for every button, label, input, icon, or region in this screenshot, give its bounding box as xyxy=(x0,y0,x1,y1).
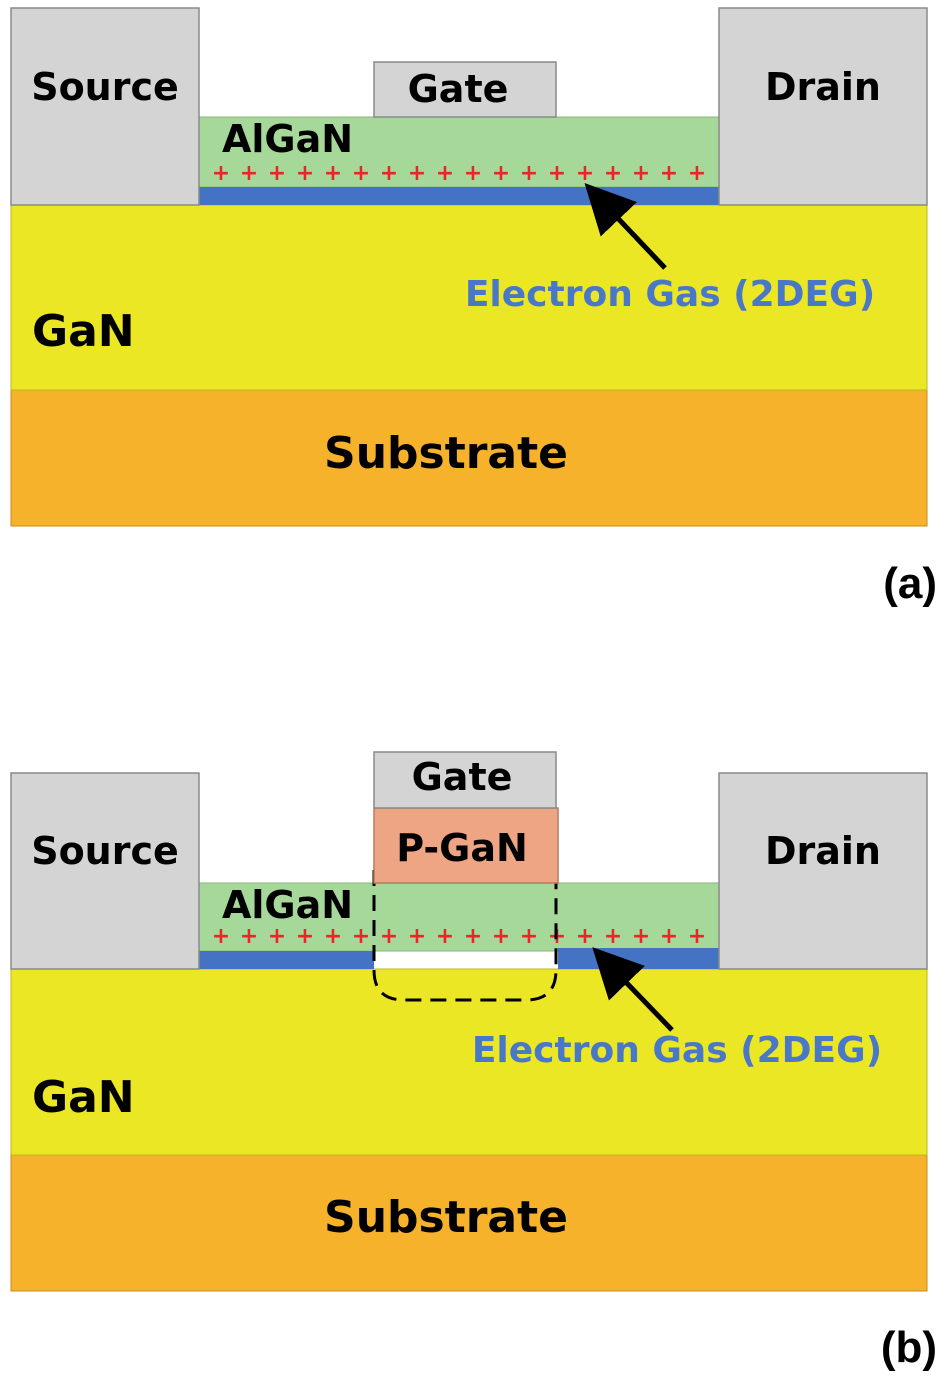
pgan-label: P-GaN xyxy=(396,826,528,870)
source-contact xyxy=(10,772,200,970)
positive-charge: + xyxy=(324,161,342,186)
positive-charge: + xyxy=(604,924,622,949)
positive-charge: + xyxy=(240,924,258,949)
positive-charge: + xyxy=(436,161,454,186)
panel-label-a: (a) xyxy=(883,559,937,608)
positive-charge: + xyxy=(436,924,454,949)
positive-charge: + xyxy=(604,161,622,186)
2deg-arrow xyxy=(592,947,674,1032)
positive-charge: + xyxy=(492,161,510,186)
polarization-charges: ++++++++++++++++++ xyxy=(212,924,706,949)
algan-layer xyxy=(198,882,722,952)
positive-charge: + xyxy=(464,161,482,186)
depletion-region-outline xyxy=(372,870,558,1002)
positive-charge: + xyxy=(520,161,538,186)
positive-charge: + xyxy=(688,161,706,186)
gate-label: Gate xyxy=(412,755,513,799)
gan-label: GaN xyxy=(32,306,135,357)
positive-charge: + xyxy=(380,924,398,949)
2deg-label: Electron Gas (2DEG) xyxy=(472,1030,882,1071)
source-contact xyxy=(10,7,200,206)
positive-charge: + xyxy=(492,924,510,949)
positive-charge: + xyxy=(408,924,426,949)
positive-charge: + xyxy=(576,924,594,949)
drain-label: Drain xyxy=(765,829,881,873)
positive-charge: + xyxy=(632,924,650,949)
2deg-channel-left xyxy=(199,951,374,969)
positive-charge: + xyxy=(660,924,678,949)
gate-contact xyxy=(373,61,557,118)
2deg-label: Electron Gas (2DEG) xyxy=(465,274,875,315)
positive-charge: + xyxy=(212,924,230,949)
drain-label: Drain xyxy=(765,65,881,109)
gan-layer xyxy=(10,204,928,391)
substrate-layer xyxy=(10,1154,928,1292)
positive-charge: + xyxy=(688,924,706,949)
gate-label: Gate xyxy=(408,67,509,111)
positive-charge: + xyxy=(212,161,230,186)
positive-charge: + xyxy=(268,161,286,186)
positive-charge: + xyxy=(380,161,398,186)
drain-contact xyxy=(718,772,928,970)
gan-label: GaN xyxy=(32,1072,135,1123)
positive-charge: + xyxy=(408,161,426,186)
diagram-b: Substrate GaN AlGaN ++++++++++++++++++ S… xyxy=(10,751,937,1372)
diagram-a: Substrate GaN AlGaN + + + + + + + + + + + + + + + + + + S… xyxy=(10,7,937,608)
positive-charge: + xyxy=(576,161,594,186)
positive-charge: + xyxy=(296,161,314,186)
positive-charge: + xyxy=(240,161,258,186)
gate-contact xyxy=(373,751,557,809)
source-label: Source xyxy=(31,829,179,873)
positive-charge: + xyxy=(324,924,342,949)
drain-contact xyxy=(718,7,928,206)
positive-charge: + xyxy=(660,161,678,186)
substrate-layer xyxy=(10,389,928,527)
positive-charge: + xyxy=(632,161,650,186)
positive-charge: + xyxy=(464,924,482,949)
positive-charge: + xyxy=(352,161,370,186)
algan-label: AlGaN xyxy=(222,883,353,927)
2deg-arrow xyxy=(584,182,667,270)
2deg-channel-right xyxy=(558,948,722,969)
substrate-label: Substrate xyxy=(324,1192,568,1243)
positive-charge: + xyxy=(296,924,314,949)
source-label: Source xyxy=(31,65,179,109)
positive-charge: + xyxy=(268,924,286,949)
algan-label: AlGaN xyxy=(222,117,353,161)
substrate-label: Substrate xyxy=(324,428,568,479)
positive-charge: + xyxy=(548,161,566,186)
polarization-charges: + + + + + + + + + + + + + + + + + + xyxy=(212,161,706,186)
panel-label-b: (b) xyxy=(881,1323,937,1372)
2deg-channel xyxy=(199,187,719,205)
positive-charge: + xyxy=(520,924,538,949)
positive-charge: + xyxy=(352,924,370,949)
